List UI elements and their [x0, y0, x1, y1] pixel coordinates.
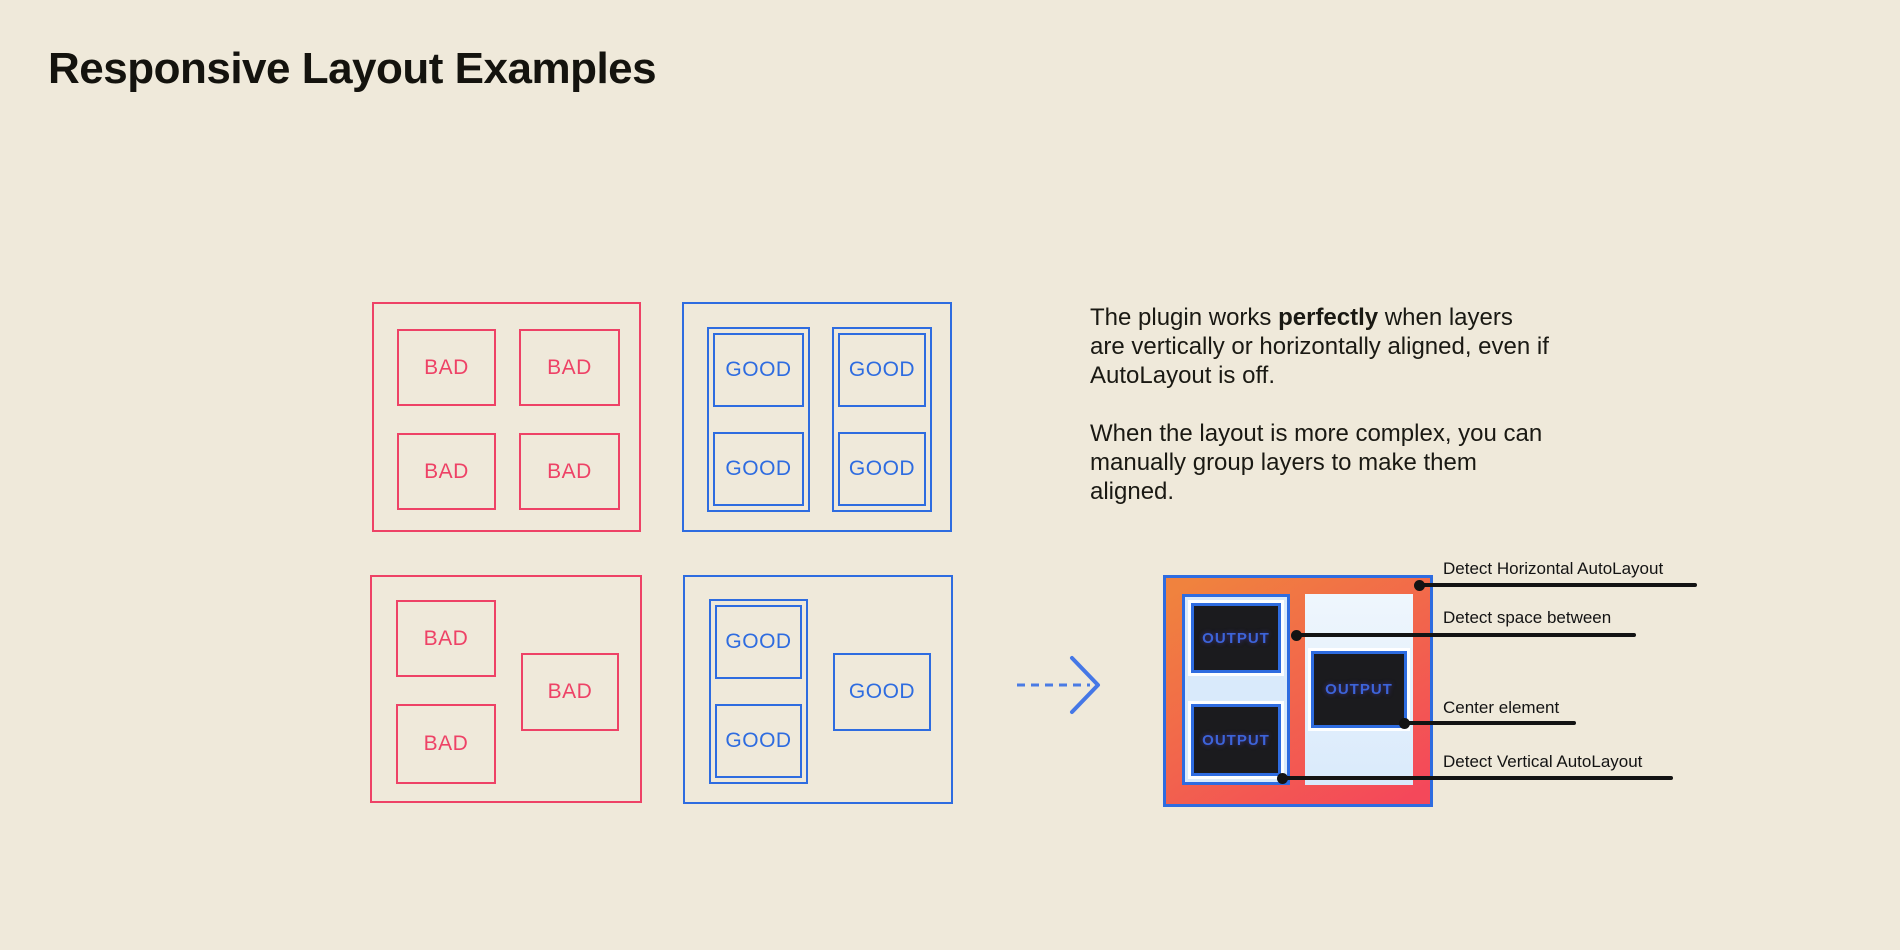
annotation-line — [1405, 721, 1576, 725]
good-box: GOOD — [713, 333, 804, 407]
annotation-dot — [1414, 580, 1425, 591]
bad-group-scattered: BAD BAD BAD — [370, 575, 642, 803]
output-center-column: OUTPUT — [1305, 594, 1413, 785]
good-box: GOOD — [838, 432, 926, 506]
page-title: Responsive Layout Examples — [48, 44, 657, 93]
output-box: OUTPUT — [1311, 651, 1407, 728]
bad-box: BAD — [519, 329, 620, 406]
good-box: GOOD — [713, 432, 804, 506]
bad-box: BAD — [397, 329, 496, 406]
bad-box: BAD — [521, 653, 619, 731]
annotation-line — [1283, 776, 1673, 780]
description-p1-before: The plugin works — [1090, 304, 1279, 331]
annotation-label-space-between: Detect space between — [1443, 608, 1612, 627]
good-group-mixed: GOOD GOOD GOOD — [683, 575, 953, 804]
output-box: OUTPUT — [1191, 704, 1281, 776]
bad-box: BAD — [397, 433, 496, 510]
description-text: The plugin works perfectly when layers a… — [1090, 303, 1550, 506]
good-column-wrapper: GOOD GOOD — [832, 327, 932, 512]
good-box: GOOD — [715, 704, 802, 778]
bad-box: BAD — [396, 704, 496, 784]
annotation-line — [1297, 633, 1636, 637]
output-vertical-autolayout-group: OUTPUT OUTPUT — [1182, 594, 1290, 785]
description-p1-after: when layers are vertically or horizontal… — [1090, 304, 1549, 389]
annotation-label-horizontal-autolayout: Detect Horizontal AutoLayout — [1443, 559, 1664, 578]
good-group-grid: GOOD GOOD GOOD GOOD — [682, 302, 952, 532]
description-p1-bold: perfectly — [1278, 304, 1379, 331]
description-paragraph-2: When the layout is more complex, you can… — [1090, 420, 1543, 505]
good-column-wrapper: GOOD GOOD — [709, 599, 808, 784]
good-column-wrapper: GOOD GOOD — [707, 327, 810, 512]
good-box: GOOD — [715, 605, 802, 679]
bad-group-grid: BAD BAD BAD BAD — [372, 302, 641, 532]
annotation-label-center-element: Center element — [1443, 698, 1560, 717]
annotation-dot — [1291, 630, 1302, 641]
good-box: GOOD — [833, 653, 931, 731]
annotation-line — [1420, 583, 1697, 587]
transform-arrow-icon — [1017, 656, 1100, 714]
annotation-dot — [1277, 773, 1288, 784]
annotation-label-vertical-autolayout: Detect Vertical AutoLayout — [1443, 752, 1643, 771]
bad-box: BAD — [519, 433, 620, 510]
description-paragraph-1: The plugin works perfectly when layers a… — [1090, 303, 1550, 390]
output-box: OUTPUT — [1191, 603, 1281, 673]
output-figure: OUTPUT OUTPUT OUTPUT — [1163, 575, 1433, 807]
annotation-dot — [1399, 718, 1410, 729]
good-box: GOOD — [838, 333, 926, 407]
bad-box: BAD — [396, 600, 496, 677]
